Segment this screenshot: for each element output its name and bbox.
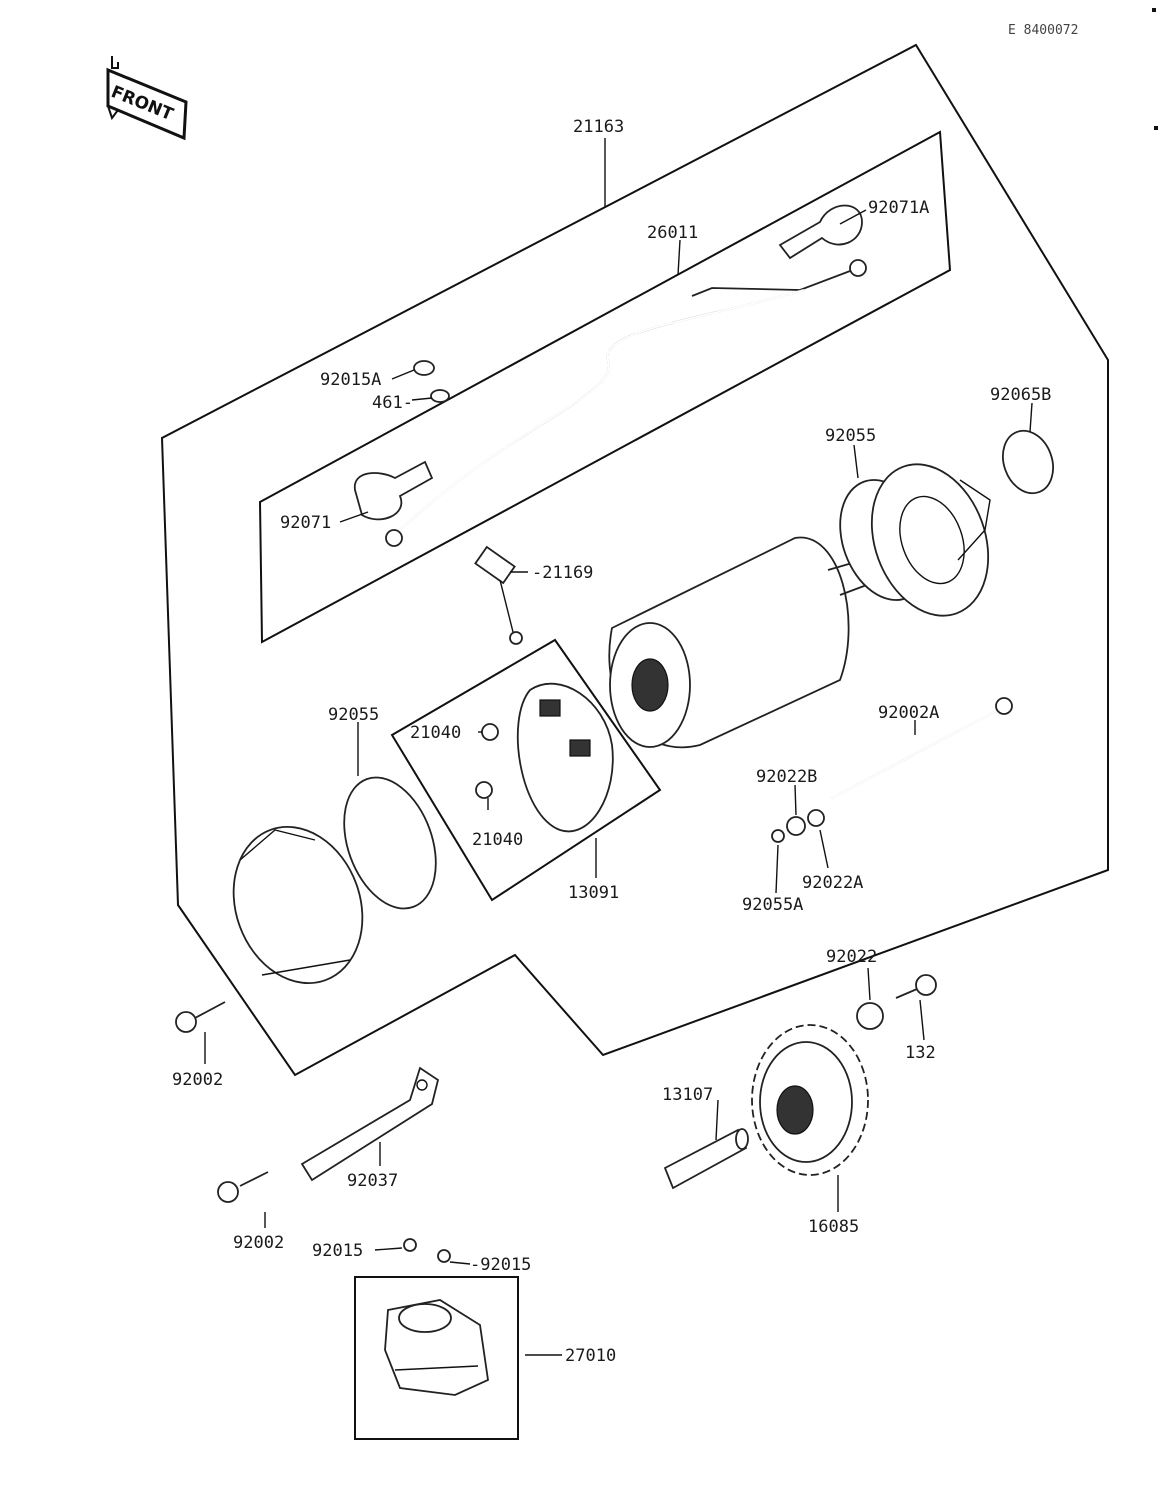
starter-cable	[385, 259, 867, 547]
label-92022a: 92022A	[802, 873, 863, 893]
nut-92015a	[413, 360, 435, 376]
label-92055-top: 92055	[825, 426, 876, 446]
label-92071a: 92071A	[868, 198, 929, 218]
label-92071: 92071	[280, 513, 331, 533]
corner-mark	[1152, 8, 1156, 12]
label-92022: 92022	[826, 947, 877, 967]
washer-461	[430, 389, 450, 403]
label-132: 132	[905, 1043, 936, 1063]
nut-92015-b	[437, 1249, 451, 1263]
washer-92022b	[786, 816, 806, 836]
starter-relay-27010	[384, 1299, 489, 1396]
label-92055a: 92055A	[742, 895, 803, 915]
label-461: 461-	[372, 393, 413, 413]
bracket-92037	[300, 1066, 440, 1182]
washer-92022a	[807, 809, 825, 827]
terminal-boot-top	[778, 204, 863, 260]
bolt-92002-left	[175, 1001, 226, 1033]
brush-plate	[475, 682, 614, 833]
front-direction-badge: FRONT	[106, 56, 188, 141]
terminal-boot-left	[354, 460, 434, 521]
gasket-92055-left	[343, 776, 437, 910]
label-92015-b: -92015	[470, 1255, 531, 1275]
solenoid-box-outline	[354, 1276, 519, 1440]
end-cover-left	[232, 825, 364, 985]
long-through-bolt	[831, 697, 1013, 799]
label-92055-left: 92055	[328, 705, 379, 725]
label-92065b: 92065B	[990, 385, 1051, 405]
label-21169: -21169	[532, 563, 593, 583]
nut-92015-a	[403, 1238, 417, 1252]
sprocket-16085	[751, 1024, 869, 1176]
motor-yoke	[608, 536, 881, 749]
label-92015a: 92015A	[320, 370, 381, 390]
label-26011: 26011	[647, 223, 698, 243]
label-92015-a: 92015	[312, 1241, 363, 1261]
label-92002a: 92002A	[878, 703, 939, 723]
bolt-92002-bottom	[217, 1171, 269, 1203]
o-ring-92065b	[1002, 429, 1054, 495]
label-92002-left: 92002	[172, 1070, 223, 1090]
part-labels: 21163 92071A 26011 92015A 461- 92065B 92…	[172, 117, 1051, 1366]
label-27010: 27010	[565, 1346, 616, 1366]
reference-code: E 8400072	[1008, 23, 1078, 38]
shaft-13107	[663, 1128, 749, 1190]
label-13107: 13107	[662, 1085, 713, 1105]
label-92037: 92037	[347, 1171, 398, 1191]
o-ring-92055a	[771, 829, 785, 843]
label-13091: 13091	[568, 883, 619, 903]
wiring-kit-outline	[258, 130, 952, 644]
starter-assembly-outline	[160, 43, 1109, 1077]
label-21040-a: 21040	[410, 723, 461, 743]
label-16085: 16085	[808, 1217, 859, 1237]
label-92002-bottom: 92002	[233, 1233, 284, 1253]
bolt-132	[856, 974, 937, 1030]
brush-plate-outline	[390, 638, 662, 902]
label-21163: 21163	[573, 117, 624, 137]
label-21040-b: 21040	[472, 830, 523, 850]
corner-mark	[1154, 126, 1158, 130]
label-92022b: 92022B	[756, 767, 817, 787]
leader-lines	[204, 138, 1033, 1356]
terminal-bolt	[474, 545, 523, 645]
end-cover-right	[870, 463, 991, 617]
